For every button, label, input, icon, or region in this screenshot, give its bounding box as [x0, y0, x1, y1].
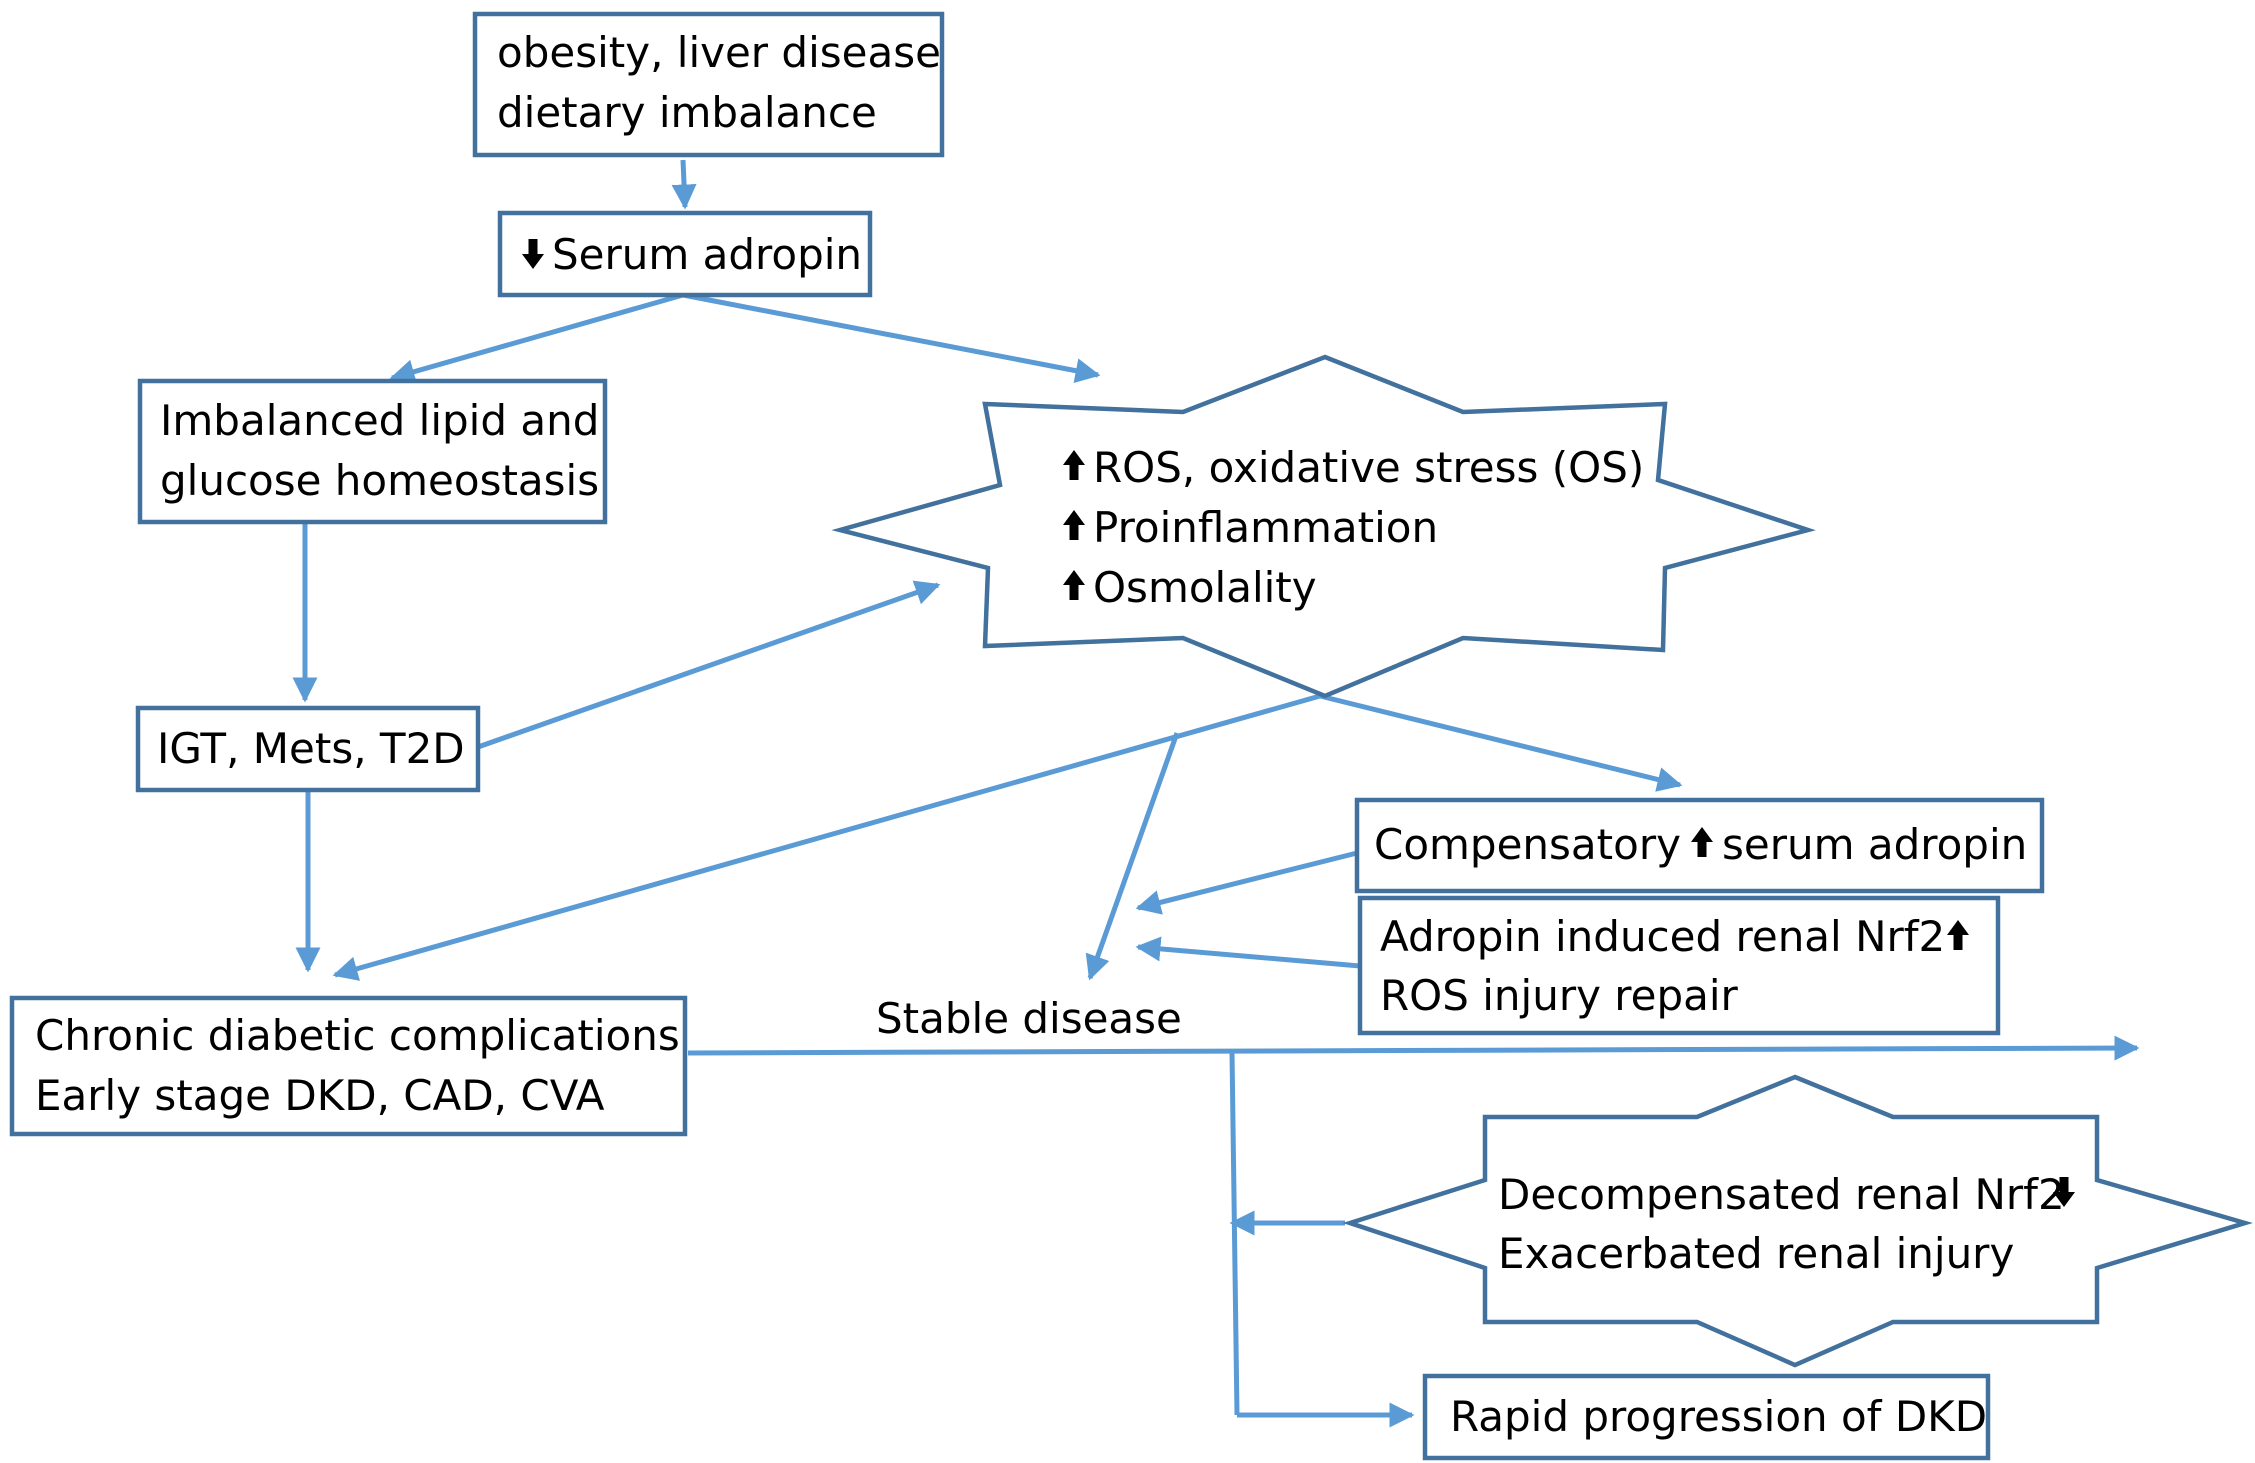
arrow-serum-to-imbalance: [389, 292, 684, 384]
rapid-progression-label: Rapid progression of DKD: [1450, 1392, 1987, 1441]
arrow-chronic-to-right: [687, 1035, 2140, 1061]
arrow-ros-to-stable: [1085, 732, 1180, 981]
decomp-star-shape: Decompensated renal Nrf2 Exacerbated ren…: [1342, 1074, 2253, 1368]
rapid-progression-box: Rapid progression of DKD: [1422, 1373, 1991, 1461]
adropin-nrf2-box: Adropin induced renal Nrf2 ROS injury re…: [1357, 895, 2001, 1036]
compensatory-box: Compensatory serum adropin: [1354, 797, 2045, 894]
causes-box: obesity, liver disease dietary imbalance: [472, 11, 945, 158]
imbalance-box: Imbalanced lipid and glucose homeostasis: [137, 378, 608, 525]
imbalance-line-1: Imbalanced lipid and: [160, 396, 599, 445]
igt-label: IGT, Mets, T2D: [157, 724, 465, 773]
ros-item-1: ROS, oxidative stress (OS): [1093, 443, 1644, 492]
igt-box: IGT, Mets, T2D: [135, 705, 481, 793]
compensatory-prefix: Compensatory: [1374, 820, 1681, 869]
causes-line-1: obesity, liver disease: [497, 28, 941, 77]
arrow-serum-to-ros: [682, 292, 1101, 384]
serum-adropin-box: Serum adropin: [497, 210, 873, 298]
arrow-ros-to-chronic: [332, 693, 1321, 981]
chronic-line-1: Chronic diabetic complications: [35, 1011, 680, 1060]
compensatory-suffix: serum adropin: [1722, 820, 2027, 869]
ros-star-shape: ROS, oxidative stress (OS) Proinflammati…: [831, 354, 1816, 699]
decomp-line-1: Decompensated renal Nrf2: [1498, 1170, 2065, 1219]
chronic-box: Chronic diabetic complications Early sta…: [9, 995, 688, 1137]
ros-item-3: Osmolality: [1093, 563, 1317, 612]
decomp-line-2: Exacerbated renal injury: [1498, 1229, 2014, 1278]
branch-vertical-line: [1229, 1051, 1240, 1416]
arrow-causes-to-serum: [671, 159, 697, 210]
arrow-ros-to-compensatory: [1319, 693, 1683, 792]
arrow-igt-to-ros: [477, 580, 941, 750]
causes-line-2: dietary imbalance: [497, 88, 877, 137]
stable-disease-label: Stable disease: [876, 994, 1182, 1043]
ros-item-2: Proinflammation: [1093, 503, 1438, 552]
adropin-nrf2-line-1: Adropin induced renal Nrf2: [1380, 912, 1945, 961]
adropin-nrf2-line-2: ROS injury repair: [1380, 971, 1739, 1020]
arrow-compensatory-to-stable: [1135, 850, 1358, 915]
connectors: [292, 159, 2140, 1428]
imbalance-line-2: glucose homeostasis: [160, 456, 599, 505]
arrow-nrf2-to-stable: [1135, 936, 1361, 969]
chronic-line-2: Early stage DKD, CAD, CVA: [35, 1071, 605, 1120]
serum-adropin-label: Serum adropin: [552, 230, 862, 279]
